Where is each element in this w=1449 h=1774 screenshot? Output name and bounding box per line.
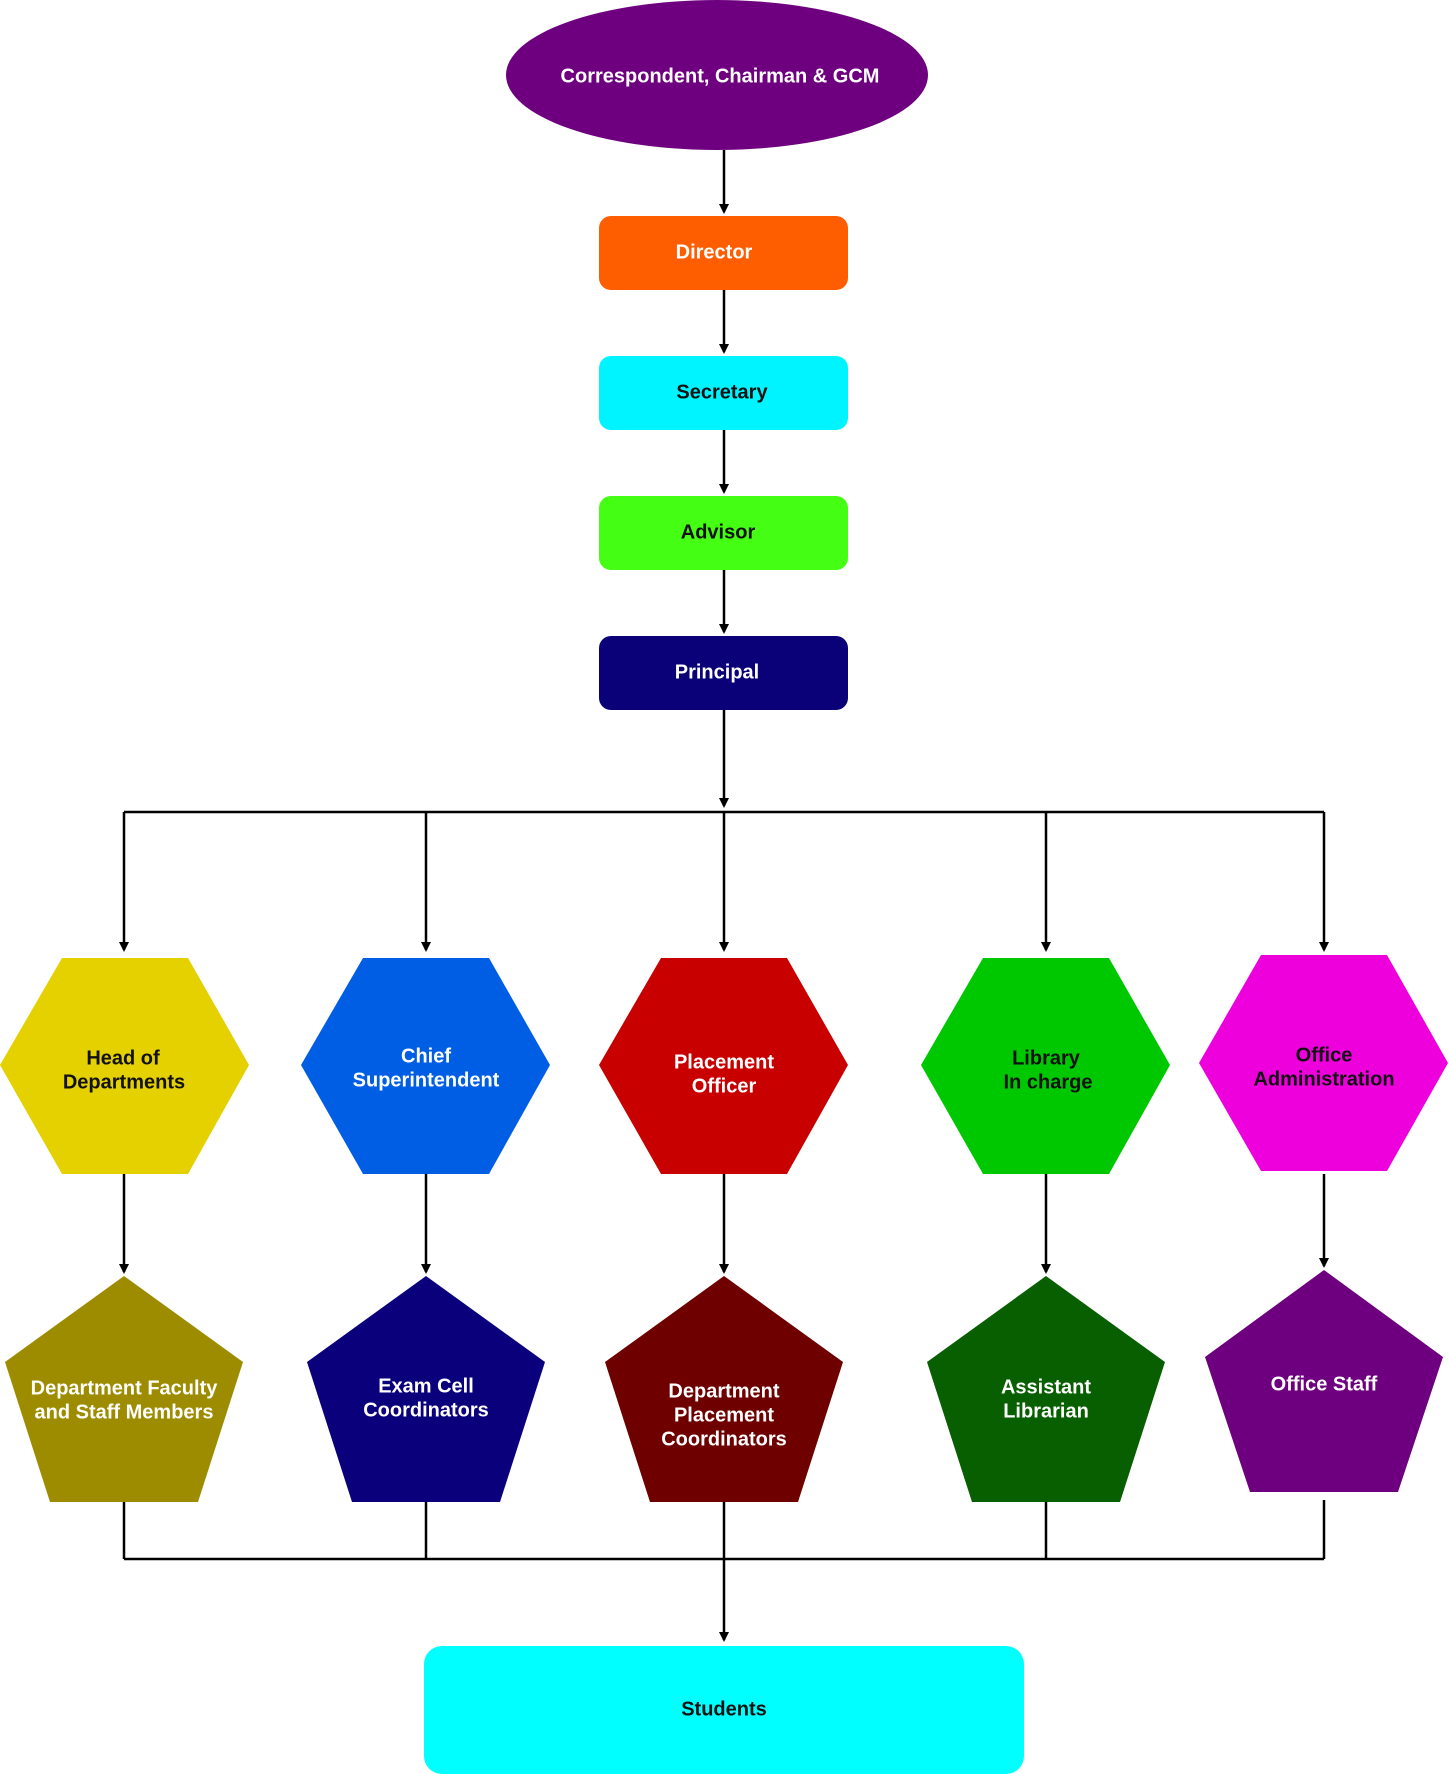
- placement-label-2: Officer: [692, 1075, 757, 1097]
- placement-label-1: Placement: [674, 1051, 774, 1073]
- placement-hexagon: [599, 958, 848, 1174]
- library-label-1: Library: [1012, 1047, 1081, 1069]
- node-students: Students: [424, 1646, 1024, 1774]
- offstaff-pentagon: [1205, 1270, 1443, 1492]
- students-box: [424, 1646, 1024, 1774]
- node-principal: Principal: [599, 636, 848, 710]
- node-chief: Chief Superintendent: [301, 958, 550, 1174]
- chief-label-1: Chief: [401, 1045, 451, 1067]
- hod-label-2: Departments: [63, 1071, 185, 1093]
- deptplace-pentagon: [605, 1276, 843, 1502]
- exam-label-2: Coordinators: [363, 1399, 489, 1421]
- asstlib-label-1: Assistant: [1001, 1376, 1091, 1398]
- library-hexagon: [921, 958, 1170, 1174]
- node-exam: Exam Cell Coordinators: [307, 1276, 545, 1502]
- director-box: [599, 216, 848, 290]
- office-label-1: Office: [1296, 1044, 1353, 1066]
- deptplace-label-2: Placement: [674, 1404, 774, 1426]
- chief-label-2: Superintendent: [353, 1069, 500, 1091]
- secretary-box: [599, 356, 848, 430]
- deptplace-label-3: Coordinators: [661, 1428, 787, 1450]
- principal-label: Principal: [675, 661, 759, 683]
- node-secretary: Secretary: [599, 356, 848, 430]
- connectors: [119, 150, 1329, 1642]
- advisor-label: Advisor: [681, 521, 756, 543]
- advisor-box: [599, 496, 848, 570]
- node-office: Office Administration: [1199, 955, 1448, 1171]
- students-label: Students: [681, 1698, 767, 1720]
- office-label-2: Administration: [1253, 1068, 1394, 1090]
- asstlib-label-2: Librarian: [1003, 1400, 1089, 1422]
- library-label-2: In charge: [1004, 1071, 1093, 1093]
- hod-label-1: Head of: [86, 1047, 160, 1069]
- asstlib-pentagon: [927, 1276, 1165, 1502]
- node-deptplace: Department Placement Coordinators: [605, 1276, 843, 1502]
- top-label: Correspondent, Chairman & GCM: [561, 65, 880, 87]
- secretary-label: Secretary: [676, 381, 768, 403]
- node-top: Correspondent, Chairman & GCM: [506, 0, 928, 150]
- node-placement: Placement Officer: [599, 958, 848, 1174]
- node-hod: Head of Departments: [0, 958, 249, 1174]
- office-hexagon: [1199, 955, 1448, 1171]
- exam-label-1: Exam Cell: [378, 1375, 474, 1397]
- node-library: Library In charge: [921, 958, 1170, 1174]
- hod-hexagon: [0, 958, 249, 1174]
- director-label: Director: [676, 241, 753, 263]
- faculty-pentagon: [5, 1276, 243, 1502]
- node-advisor: Advisor: [599, 496, 848, 570]
- faculty-label-2: and Staff Members: [35, 1401, 214, 1423]
- faculty-label-1: Department Faculty: [31, 1377, 219, 1399]
- node-asstlib: Assistant Librarian: [927, 1276, 1165, 1502]
- node-faculty: Department Faculty and Staff Members: [5, 1276, 243, 1502]
- node-director: Director: [599, 216, 848, 290]
- exam-pentagon: [307, 1276, 545, 1502]
- principal-box: [599, 636, 848, 710]
- chief-hexagon: [301, 958, 550, 1174]
- node-offstaff: Office Staff: [1205, 1270, 1443, 1492]
- top-ellipse: [506, 0, 928, 150]
- offstaff-label: Office Staff: [1271, 1373, 1378, 1395]
- deptplace-label-1: Department: [668, 1380, 779, 1402]
